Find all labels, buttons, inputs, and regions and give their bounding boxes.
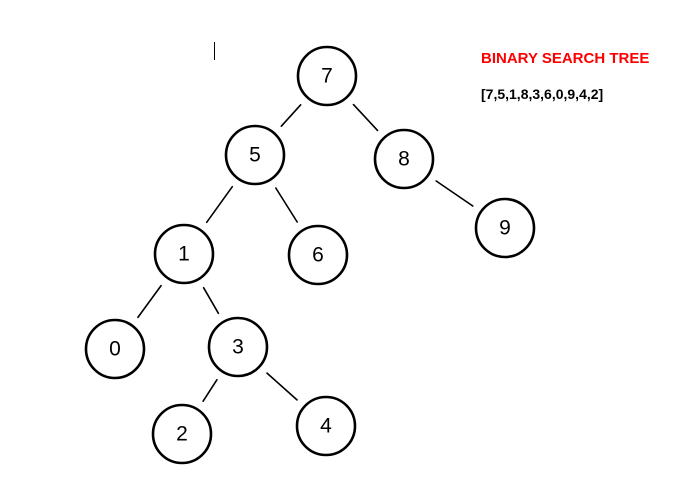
tree-edge-3-2: [202, 378, 218, 403]
tree-node-7: 7: [296, 45, 358, 107]
tree-node-label: 6: [312, 244, 324, 267]
tree-node-label: 8: [398, 148, 410, 171]
tree-node-label: 4: [320, 415, 332, 438]
tree-node-4: 4: [295, 395, 357, 457]
tree-node-1: 1: [153, 223, 215, 285]
tree-edge-1-0: [137, 284, 162, 319]
diagram-title: BINARY SEARCH TREE: [481, 50, 650, 67]
tree-node-label: 9: [499, 217, 511, 240]
tree-node-label: 7: [321, 65, 333, 88]
tree-edge-7-5: [280, 104, 302, 127]
tree-node-label: 0: [109, 338, 121, 361]
tree-node-9: 9: [474, 197, 536, 259]
tree-node-3: 3: [207, 316, 269, 378]
tree-node-circle: [84, 318, 146, 380]
text-cursor: [214, 42, 215, 60]
tree-node-label: 2: [176, 423, 188, 446]
tree-node-circle: [296, 45, 358, 107]
tree-node-2: 2: [151, 403, 213, 465]
tree-edge-5-6: [274, 187, 299, 223]
tree-node-circle: [224, 124, 286, 186]
tree-node-label: 5: [249, 144, 261, 167]
tree-node-circle: [287, 224, 349, 286]
tree-node-circle: [373, 128, 435, 190]
tree-edge-1-3: [202, 286, 220, 315]
tree-node-5: 5: [224, 124, 286, 186]
tree-node-circle: [151, 403, 213, 465]
tree-node-circle: [295, 395, 357, 457]
tree-node-0: 0: [84, 318, 146, 380]
tree-node-6: 6: [287, 224, 349, 286]
tree-edge-5-1: [205, 185, 234, 224]
tree-edges: [137, 103, 474, 403]
tree-node-circle: [474, 197, 536, 259]
tree-edge-7-8: [352, 103, 379, 132]
tree-node-label: 3: [232, 336, 244, 359]
tree-node-label: 1: [178, 243, 190, 266]
tree-edge-3-4: [266, 372, 298, 401]
tree-edge-8-9: [435, 180, 474, 207]
tree-node-8: 8: [373, 128, 435, 190]
tree-node-circle: [153, 223, 215, 285]
tree-nodes: 7 5 8 1 6 9 0 3 2 4: [84, 45, 536, 465]
insertion-sequence: [7,5,1,8,3,6,0,9,4,2]: [481, 86, 604, 102]
tree-node-circle: [207, 316, 269, 378]
